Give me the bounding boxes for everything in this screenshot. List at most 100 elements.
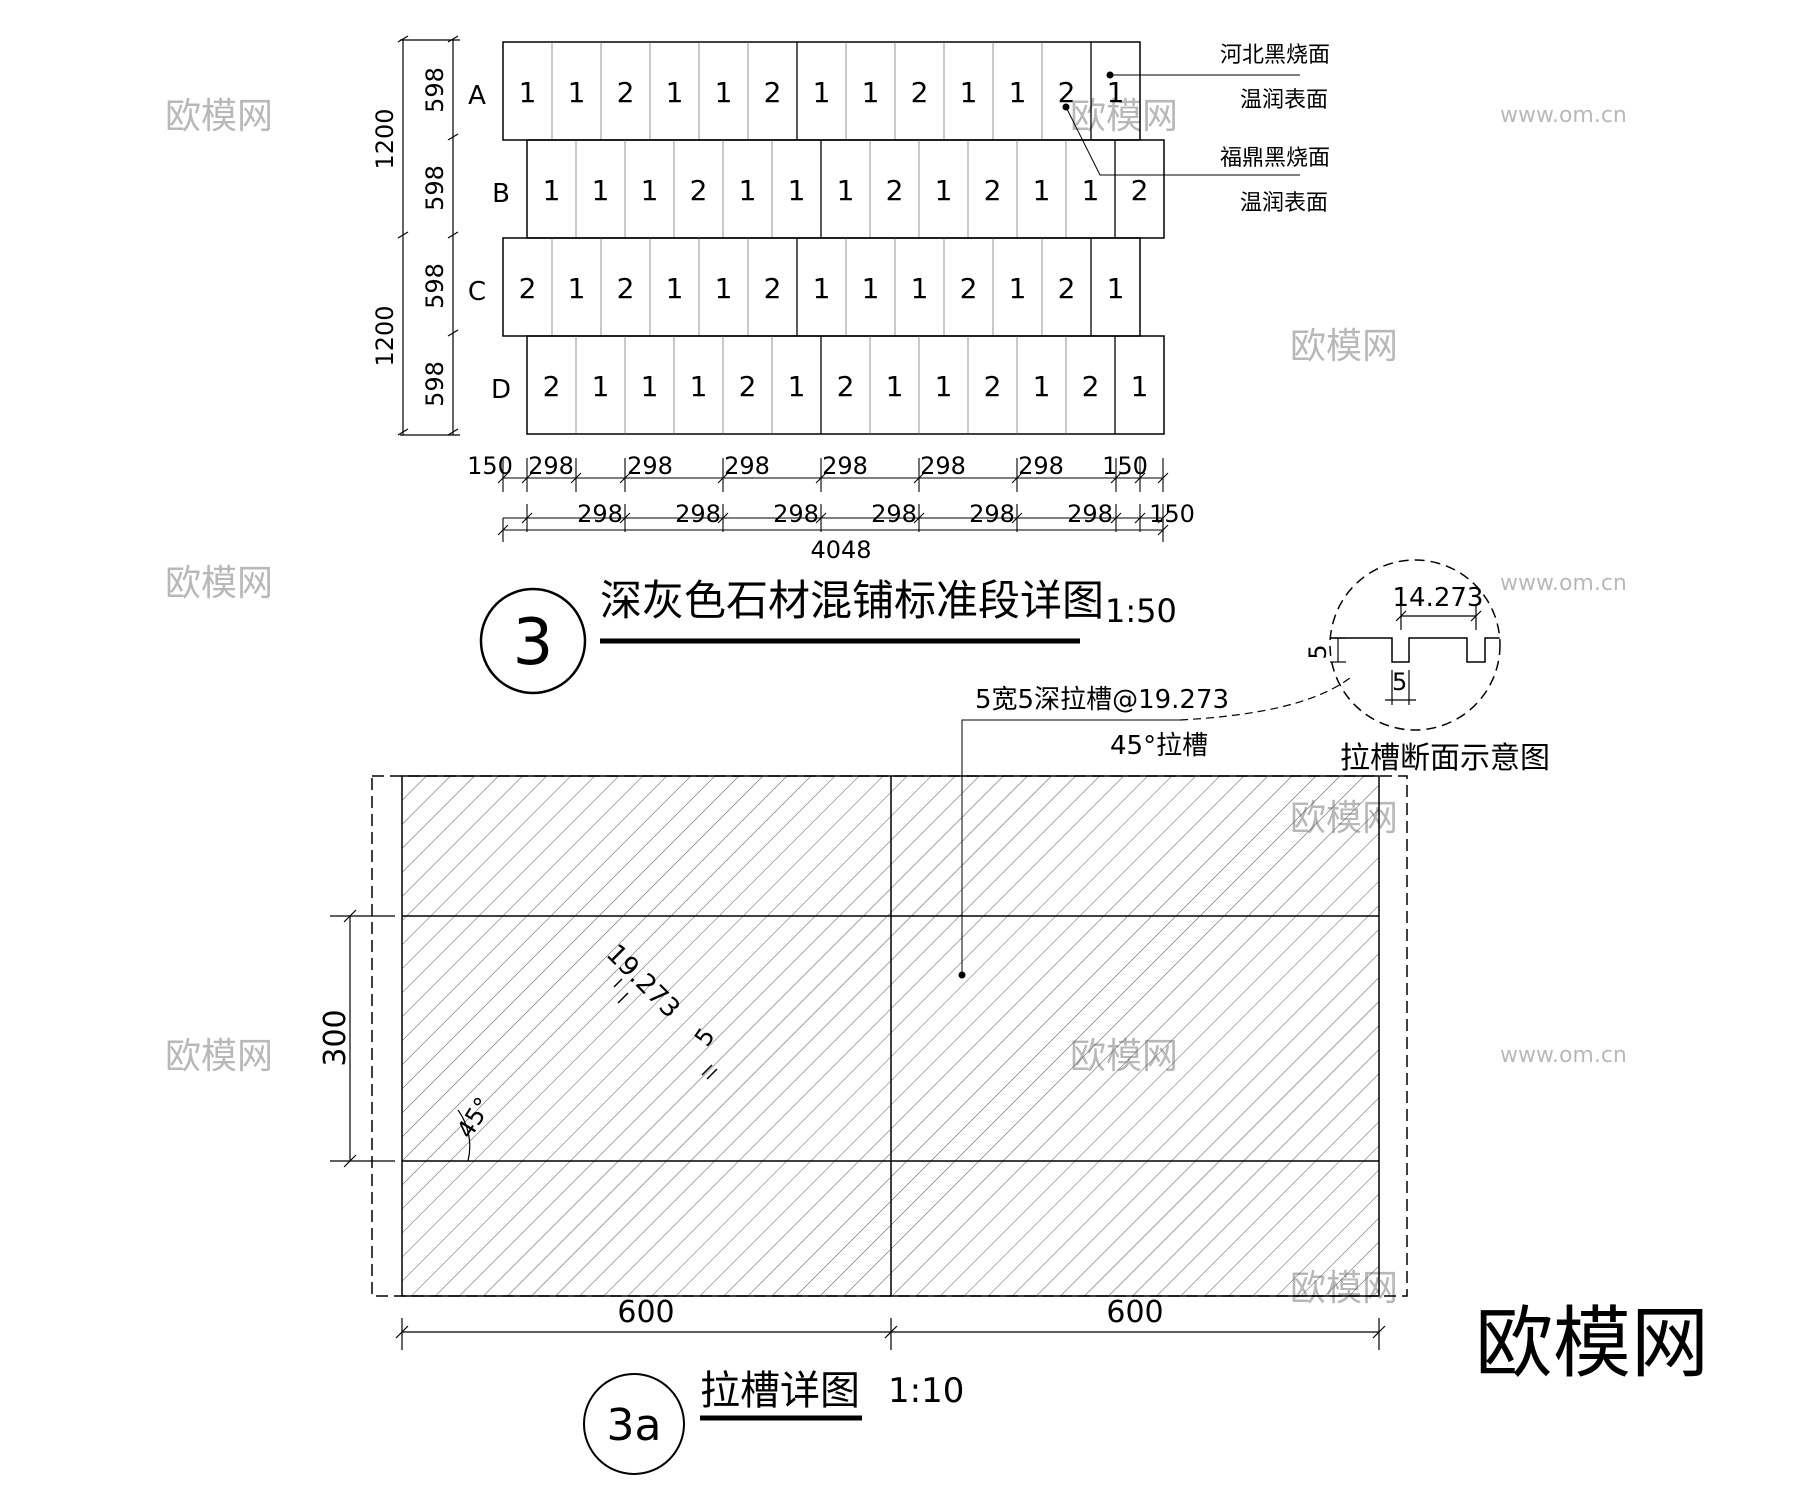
watermark-logo: 欧模网 bbox=[1290, 326, 1398, 367]
tile-type-number: 1 bbox=[960, 76, 978, 109]
tile-type-number: 2 bbox=[960, 272, 978, 305]
section-top-dim: 14.273 bbox=[1393, 583, 1484, 613]
spacing-marks bbox=[613, 978, 718, 1080]
tile-type-number: 1 bbox=[788, 370, 806, 403]
tile-row-outline bbox=[526, 335, 1165, 435]
row-height-dim: 598 bbox=[421, 67, 449, 113]
dim-tick bbox=[521, 472, 533, 484]
tile-type-number: 2 bbox=[1131, 174, 1149, 207]
watermark-logo: 欧模网 bbox=[165, 96, 273, 137]
detail-scale: 1:10 bbox=[888, 1371, 964, 1411]
watermark-logo-large: 欧模网 bbox=[1475, 1299, 1709, 1389]
dim-label: 298 bbox=[920, 452, 966, 480]
section-reference-leader bbox=[1179, 677, 1351, 721]
tile-type-number: 1 bbox=[1131, 370, 1149, 403]
tile-type-number: 1 bbox=[886, 370, 904, 403]
tile-type-number: 2 bbox=[690, 174, 708, 207]
tile-type-number: 1 bbox=[1107, 272, 1125, 305]
row-letter: C bbox=[468, 277, 486, 307]
tile-type-number: 1 bbox=[543, 174, 561, 207]
row-height-dim: 598 bbox=[421, 263, 449, 309]
dim-tick bbox=[497, 524, 509, 536]
tile-type-number: 2 bbox=[764, 76, 782, 109]
dim-tick bbox=[1134, 512, 1146, 524]
section-dimensions bbox=[1330, 605, 1482, 705]
callout-dot bbox=[1062, 103, 1070, 111]
detail-scale: 1:50 bbox=[1105, 592, 1177, 630]
callout-dot bbox=[1106, 71, 1114, 79]
tile-type-number: 2 bbox=[739, 370, 757, 403]
watermark-url: www.om.cn bbox=[1500, 571, 1627, 596]
group-height-dim: 1200 bbox=[371, 108, 399, 169]
dim-tick bbox=[815, 512, 827, 524]
dim-label: 298 bbox=[822, 452, 868, 480]
dim-tick bbox=[815, 472, 827, 484]
tile-type-number: 2 bbox=[837, 370, 855, 403]
material-label: 温润表面 bbox=[1240, 88, 1328, 113]
dim-label: 150 bbox=[1102, 452, 1148, 480]
dim-label: 150 bbox=[1149, 500, 1195, 528]
dim-tick bbox=[570, 472, 582, 484]
tile-type-number: 1 bbox=[739, 174, 757, 207]
tile-type-number: 1 bbox=[690, 370, 708, 403]
dim-tick bbox=[1110, 512, 1122, 524]
watermark-logo: 欧模网 bbox=[165, 563, 273, 604]
dim-tick bbox=[521, 512, 533, 524]
tile-type-number: 1 bbox=[935, 370, 953, 403]
dim-label: 298 bbox=[528, 452, 574, 480]
tile-type-number: 2 bbox=[519, 272, 537, 305]
dim-label: 298 bbox=[627, 452, 673, 480]
dim-tick bbox=[913, 512, 925, 524]
detail-number-bubble bbox=[583, 1373, 685, 1475]
tile-type-number: 1 bbox=[715, 272, 733, 305]
tile-type-number: 2 bbox=[1058, 76, 1076, 109]
height-dimension bbox=[330, 909, 395, 1168]
row-height-dim: 598 bbox=[421, 165, 449, 211]
dim-tick bbox=[1157, 472, 1169, 484]
tile-type-number: 1 bbox=[1033, 174, 1051, 207]
dim-label: 298 bbox=[871, 500, 917, 528]
tile-type-number: 2 bbox=[984, 174, 1002, 207]
dim-tick bbox=[913, 472, 925, 484]
tile-type-number: 2 bbox=[911, 76, 929, 109]
dim-tick bbox=[619, 512, 631, 524]
tile-type-number: 1 bbox=[788, 174, 806, 207]
watermark-url: www.om.cn bbox=[1500, 1043, 1627, 1068]
tile-type-number: 1 bbox=[911, 272, 929, 305]
tile-type-number: 1 bbox=[862, 272, 880, 305]
dim-label: 150 bbox=[467, 452, 513, 480]
dim-label-total: 4048 bbox=[810, 536, 871, 564]
tile-type-number: 1 bbox=[568, 76, 586, 109]
left-dimension-chain bbox=[397, 35, 460, 436]
detail-title: 深灰色石材混铺标准段详图 bbox=[600, 576, 1104, 625]
group-height-dim: 1200 bbox=[371, 305, 399, 366]
dim-tick bbox=[717, 472, 729, 484]
tile-type-number: 2 bbox=[984, 370, 1002, 403]
tile-type-number: 2 bbox=[543, 370, 561, 403]
section-depth-dim: 5 bbox=[1304, 644, 1332, 659]
section-title: 拉槽断面示意图 bbox=[1340, 741, 1550, 776]
dim-label: 298 bbox=[1067, 500, 1113, 528]
height-dim-label: 300 bbox=[318, 1009, 353, 1066]
watermark-logo: 欧模网 bbox=[165, 1036, 273, 1077]
tile-type-number: 1 bbox=[519, 76, 537, 109]
dim-tick bbox=[1011, 472, 1023, 484]
tile-type-number: 2 bbox=[1082, 370, 1100, 403]
material-callouts bbox=[1065, 74, 1300, 176]
width-dimension bbox=[395, 1318, 1386, 1350]
dim-tick bbox=[1110, 472, 1122, 484]
tile-type-number: 1 bbox=[666, 272, 684, 305]
tile-type-number: 1 bbox=[837, 174, 855, 207]
tile-joints bbox=[402, 776, 1379, 1296]
dim-label: 298 bbox=[773, 500, 819, 528]
tile-type-number: 1 bbox=[715, 76, 733, 109]
dim-tick bbox=[497, 472, 509, 484]
tile-type-number: 1 bbox=[862, 76, 880, 109]
material-label: 河北黑烧面 bbox=[1220, 43, 1330, 68]
tile-type-number: 2 bbox=[764, 272, 782, 305]
row-letter: D bbox=[491, 375, 511, 405]
detail-number: 3 bbox=[513, 606, 554, 680]
